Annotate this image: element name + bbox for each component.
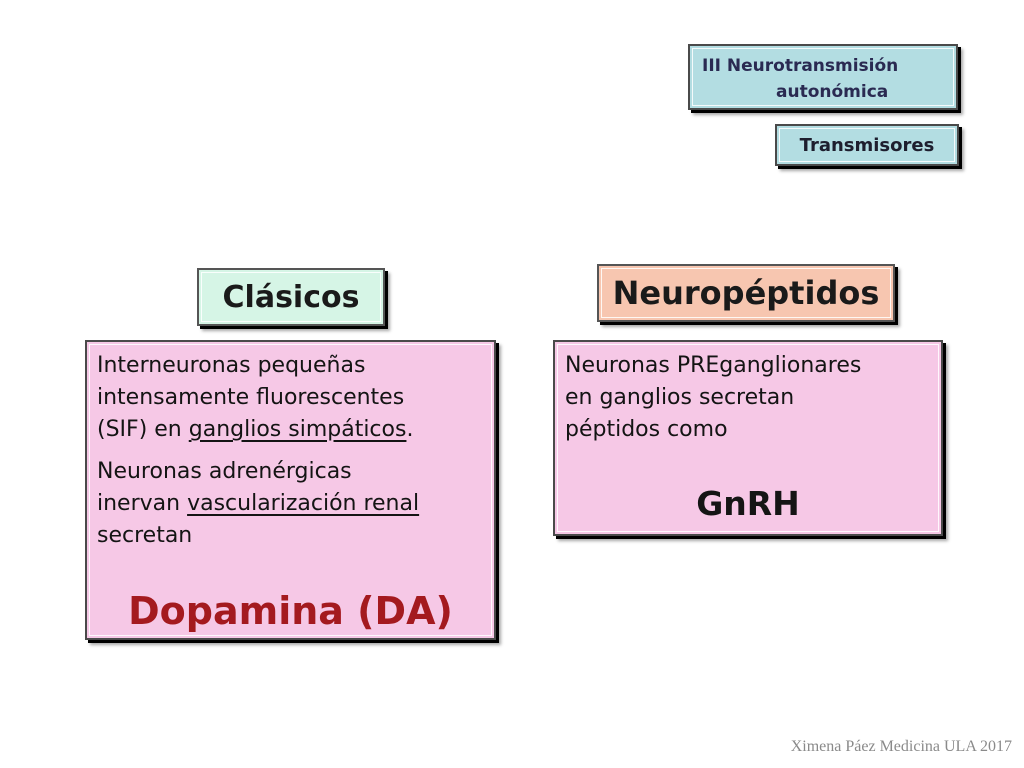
sif-line3-post: .: [406, 417, 414, 442]
preganglionares-paragraph: Neuronas PREganglionares en ganglios sec…: [565, 350, 931, 446]
dopamina-highlight: Dopamina (DA): [128, 589, 453, 633]
topic-tag: Transmisores: [775, 124, 959, 166]
section-tag-line2: autonómica: [776, 82, 889, 102]
gnrh-highlight: GnRH: [696, 484, 800, 523]
clasicos-panel: Interneuronas pequeñas intensamente fluo…: [85, 340, 496, 640]
adrenergicas-paragraph: Neuronas adrenérgicas inervan vasculariz…: [97, 456, 484, 552]
sif-line2: intensamente fluorescentes: [97, 385, 405, 410]
clasicos-header: Clásicos: [197, 268, 385, 326]
preganglionares-line1: Neuronas PREganglionares: [565, 353, 862, 378]
sif-line1: Interneuronas pequeñas: [97, 353, 366, 378]
neuropeptidos-header: Neuropéptidos: [597, 264, 895, 322]
footer-credit: Ximena Páez Medicina ULA 2017: [790, 738, 1012, 755]
ganglios-simpaticos-text: ganglios simpáticos: [188, 417, 407, 442]
neuropeptidos-panel: Neuronas PREganglionares en ganglios sec…: [553, 340, 943, 536]
section-tag-line1: III Neurotransmisión: [702, 56, 899, 76]
adrenergicas-line2-pre: inervan: [97, 491, 188, 516]
adrenergicas-line3: secretan: [97, 523, 193, 548]
section-tag: III Neurotransmisión autonómica: [688, 44, 958, 110]
adrenergicas-line1: Neuronas adrenérgicas: [97, 459, 352, 484]
sif-line3-pre: (SIF) en: [97, 417, 189, 442]
sif-paragraph: Interneuronas pequeñas intensamente fluo…: [97, 350, 484, 446]
preganglionares-line3: péptidos como: [565, 417, 728, 442]
vascularizacion-renal-text: vascularización renal: [187, 491, 420, 516]
preganglionares-line2: en ganglios secretan: [565, 385, 795, 410]
